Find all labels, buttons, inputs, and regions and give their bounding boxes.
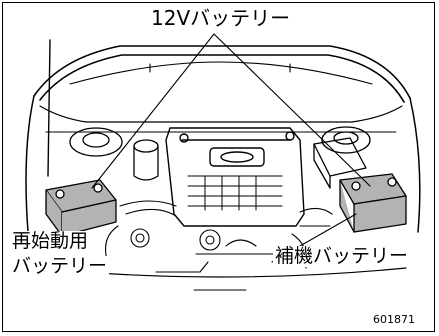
auxiliary-battery: [339, 173, 407, 233]
auxiliary-battery-label: 補機バッテリー: [273, 245, 411, 267]
twelve-volt-battery-label: 12Vバッテリー: [151, 6, 291, 30]
restart-battery-label-line2: バッテリー: [10, 255, 110, 277]
figure-number: 601871: [373, 313, 415, 326]
restart-battery: [45, 179, 117, 237]
reservoir-left: [133, 139, 159, 181]
strut-tower-left: [69, 127, 123, 157]
restart-battery-label-line1: 再始動用: [10, 230, 91, 252]
strut-tower-right: [321, 126, 371, 154]
hood-prop-rod: [47, 39, 51, 177]
body-outline: [25, 95, 421, 233]
engine-cover: [165, 127, 305, 227]
fuse-box-right: [313, 137, 367, 189]
open-hood: [33, 45, 411, 103]
figure-border: [2, 2, 435, 332]
